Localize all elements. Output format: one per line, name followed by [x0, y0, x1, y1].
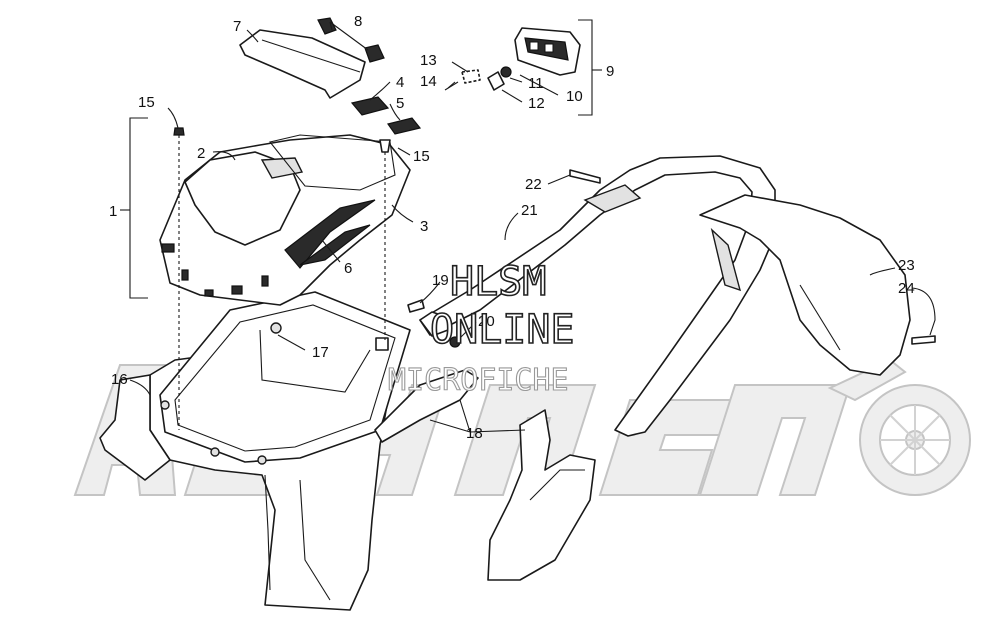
- grab-bar: [419, 155, 776, 437]
- storage-tray: [159, 291, 411, 465]
- callout-7: 7: [233, 18, 241, 35]
- side-guards: [374, 369, 596, 581]
- callout-1: 1: [109, 203, 117, 220]
- watermark-text: HLSM ONLINE MICROFICHE: [387, 258, 575, 398]
- callout-23: 23: [898, 257, 915, 274]
- watermark-line-2: ONLINE: [430, 307, 575, 353]
- seat-pads: [350, 96, 422, 135]
- callout-18: 18: [466, 425, 483, 442]
- callout-24: 24: [898, 280, 915, 297]
- callout-15-right: 15: [413, 148, 430, 165]
- callout-8: 8: [354, 13, 362, 30]
- rear-flap: [699, 194, 911, 376]
- callout-11: 11: [528, 75, 544, 92]
- callout-12: 12: [528, 95, 545, 112]
- fasteners: [173, 127, 936, 430]
- callout-14: 14: [420, 73, 437, 90]
- storage-plate: [239, 17, 385, 99]
- callout-19: 19: [432, 272, 449, 289]
- callout-labels: 1 2 3 4 5 6 7 8 9 10 11 12 13 14 15 15 1…: [109, 13, 915, 442]
- callout-9: 9: [606, 63, 614, 80]
- callout-6: 6: [344, 260, 352, 277]
- callout-21: 21: [521, 202, 538, 219]
- taillight-assembly: [444, 27, 581, 91]
- callout-4: 4: [396, 74, 404, 91]
- callout-15-left: 15: [138, 94, 155, 111]
- leader-lines: [120, 19, 936, 433]
- callout-17: 17: [312, 344, 329, 361]
- callout-20: 20: [478, 313, 495, 330]
- watermark-line-1: HLSM: [450, 259, 546, 305]
- callout-2: 2: [197, 145, 205, 162]
- callout-5: 5: [396, 95, 404, 112]
- watermark-line-3: MICROFICHE: [388, 363, 569, 398]
- callout-3: 3: [420, 218, 428, 235]
- callout-16: 16: [111, 371, 128, 388]
- callout-22: 22: [525, 176, 542, 193]
- callout-10: 10: [566, 88, 583, 105]
- callout-13: 13: [420, 52, 437, 69]
- seat-cover: [159, 134, 411, 306]
